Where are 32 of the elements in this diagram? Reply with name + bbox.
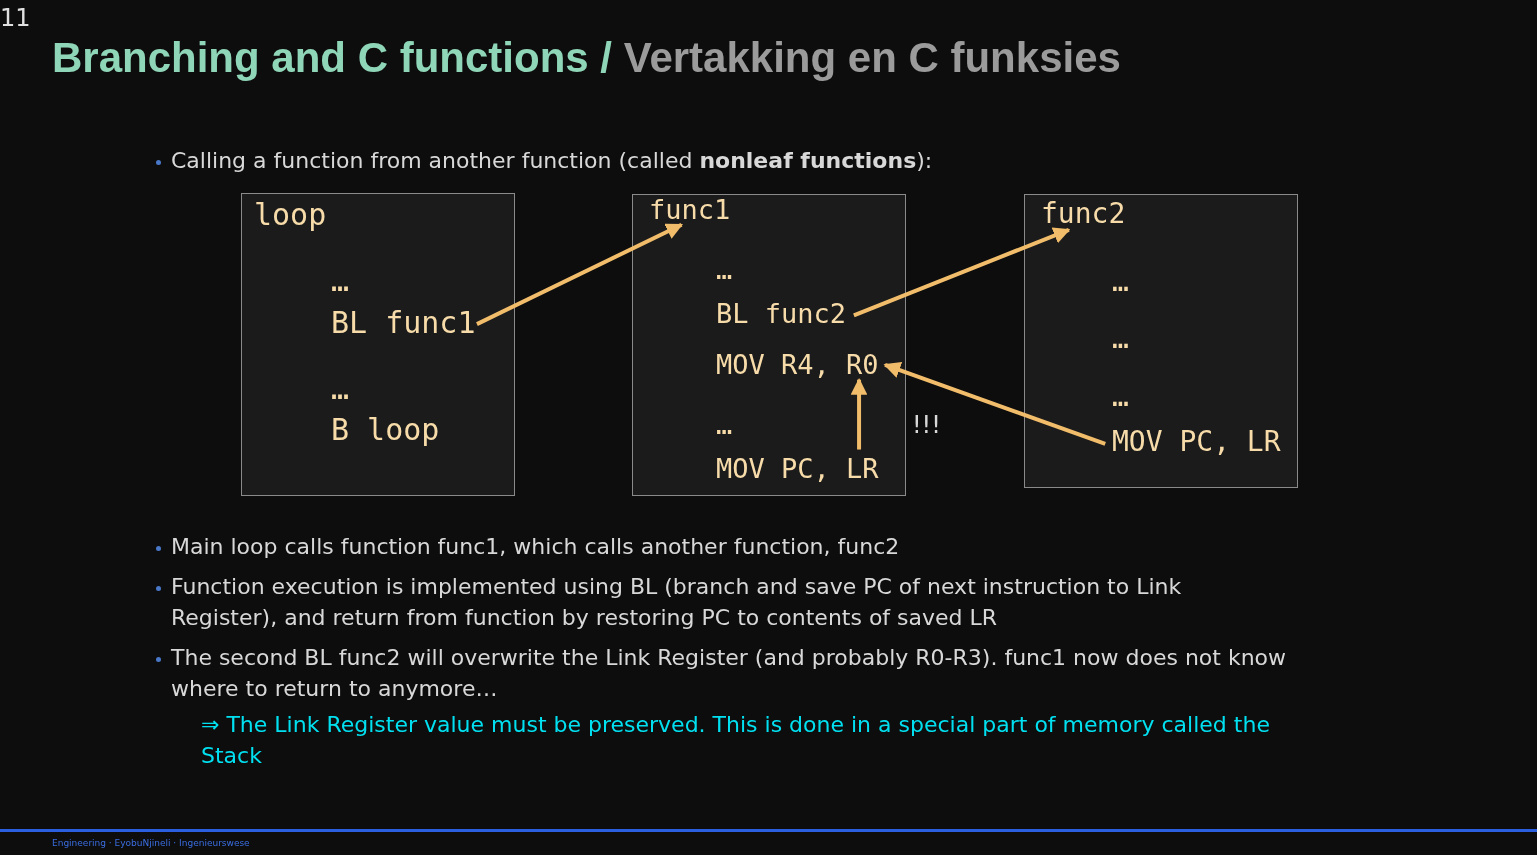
code-line: BL func1 [331, 306, 476, 339]
code-panel [241, 193, 515, 496]
code-line: … [716, 410, 733, 440]
function-label: func2 [1041, 199, 1126, 230]
bullet-text: The second BL func2 will overwrite the Link Register (and probably R0-R3). func1 now does not know where to return to anymore… [171, 644, 1288, 703]
exclamation-note: !!! [912, 410, 942, 441]
code-line: MOV PC, LR [1112, 427, 1281, 458]
code-panel [632, 194, 906, 496]
code-line: … [331, 264, 350, 297]
code-line: MOV R4, R0 [716, 350, 879, 380]
footer-text: Engineering · EyobuNjineli · Ingenieurswese [52, 837, 250, 850]
code-panel [1024, 194, 1298, 488]
bullet-text: Main loop calls function func1, which calls another function, func2 [171, 533, 901, 561]
code-line: B loop [331, 413, 440, 446]
arrow [883, 362, 1106, 446]
bullet-text: Function execution is implemented using BL (branch and save PC of next instruction to Link Register), and return from function by restoring PC to contents of saved LR [171, 573, 1183, 632]
note-text: ⇒ The Link Register value must be preserved. This is done in a special part of memory called the Stack [201, 711, 1271, 770]
slide-title: Branching and C functions / Vertakking en C funksies [52, 34, 1121, 82]
function-label: func1 [649, 195, 731, 225]
bullet-text: Calling a function from another function (called nonleaf functions): [171, 147, 934, 175]
code-line: MOV PC, LR [716, 454, 879, 484]
code-line: … [331, 372, 350, 405]
code-line: … [1112, 267, 1129, 298]
slide-number: 11 [0, 3, 31, 34]
function-label: loop [254, 198, 327, 231]
arrow [850, 378, 868, 450]
code-line: … [1112, 382, 1129, 413]
code-line: BL func2 [716, 299, 847, 329]
code-line: … [716, 255, 733, 285]
arrow [853, 227, 1071, 318]
arrow [476, 222, 683, 326]
code-line: … [1112, 324, 1129, 355]
